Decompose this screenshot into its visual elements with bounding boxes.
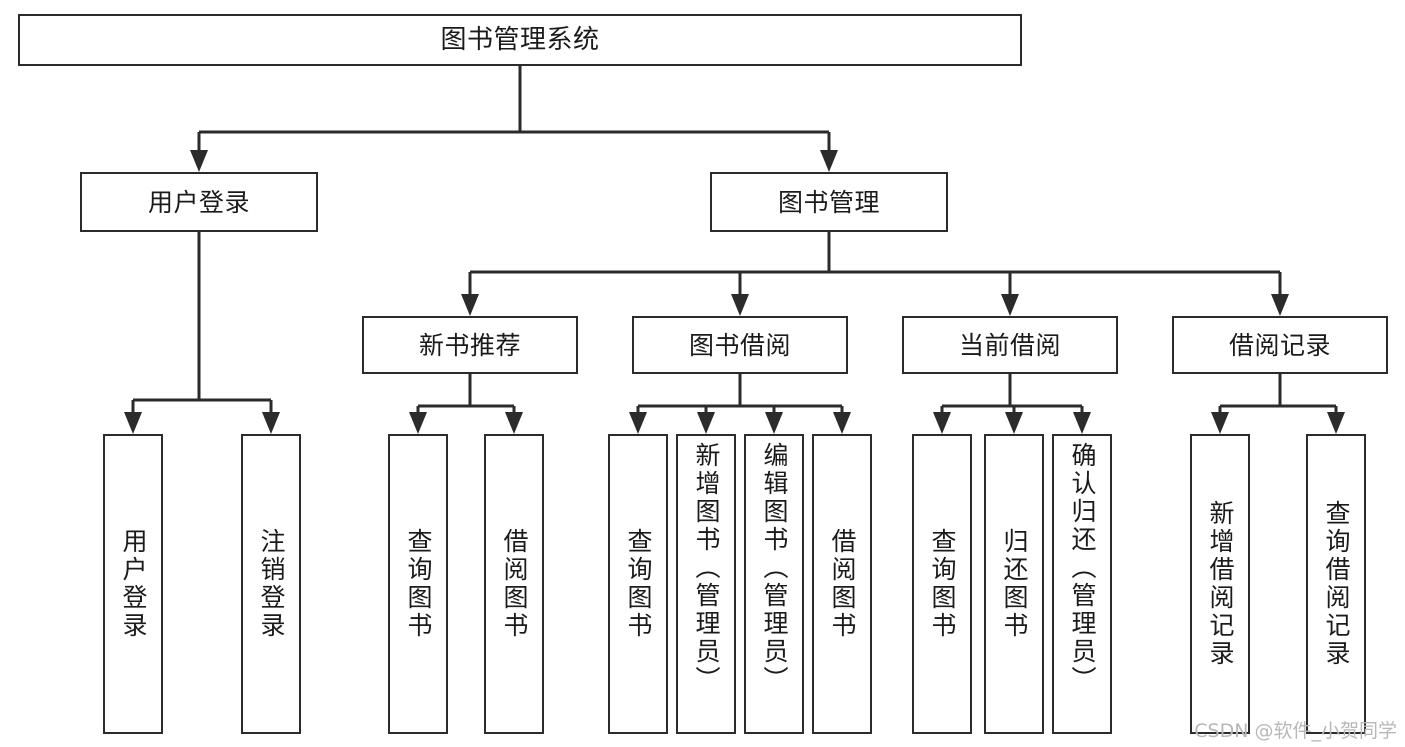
node-leaf-add-borrow-record[interactable]: 新增借阅记录 (1190, 434, 1250, 734)
node-leaf-borrow-book-1-label: 借阅图书 (500, 528, 529, 640)
node-root[interactable]: 图书管理系统 (18, 14, 1022, 66)
node-leaf-user-login-label: 用户登录 (119, 528, 148, 640)
node-user-login-label: 用户登录 (147, 187, 250, 217)
node-book-borrow-label: 图书借阅 (688, 330, 791, 360)
node-leaf-query-book-1-label: 查询图书 (404, 528, 433, 640)
node-leaf-query-book-3-label: 查询图书 (928, 528, 957, 640)
node-leaf-confirm-return-admin[interactable]: 确认归还（管理员） (1052, 434, 1112, 734)
node-book-manage-label: 图书管理 (777, 187, 880, 217)
node-leaf-query-borrow-record[interactable]: 查询借阅记录 (1306, 434, 1366, 734)
node-leaf-query-book-1[interactable]: 查询图书 (388, 434, 448, 734)
node-leaf-edit-book-admin[interactable]: 编辑图书（管理员） (744, 434, 804, 734)
node-book-borrow[interactable]: 图书借阅 (632, 316, 848, 374)
node-leaf-logout[interactable]: 注销登录 (241, 434, 301, 734)
node-leaf-borrow-book-1[interactable]: 借阅图书 (484, 434, 544, 734)
node-leaf-query-borrow-record-label: 查询借阅记录 (1322, 500, 1351, 668)
node-leaf-add-borrow-record-label: 新增借阅记录 (1206, 500, 1235, 668)
node-leaf-edit-book-admin-label: 编辑图书（管理员） (760, 442, 789, 694)
node-leaf-add-book-admin-label: 新增图书（管理员） (692, 442, 721, 694)
node-leaf-add-book-admin[interactable]: 新增图书（管理员） (676, 434, 736, 734)
node-current-borrow-label: 当前借阅 (958, 330, 1061, 360)
node-borrow-record-label: 借阅记录 (1228, 330, 1331, 360)
node-book-manage[interactable]: 图书管理 (710, 172, 948, 232)
node-leaf-borrow-book-2[interactable]: 借阅图书 (812, 434, 872, 734)
node-borrow-record[interactable]: 借阅记录 (1172, 316, 1388, 374)
node-leaf-user-login[interactable]: 用户登录 (103, 434, 163, 734)
node-root-label: 图书管理系统 (440, 25, 600, 55)
node-new-book-recommend-label: 新书推荐 (418, 330, 521, 360)
node-leaf-return-book-label: 归还图书 (1000, 528, 1029, 640)
node-leaf-query-book-2[interactable]: 查询图书 (608, 434, 668, 734)
node-leaf-borrow-book-2-label: 借阅图书 (828, 528, 857, 640)
node-current-borrow[interactable]: 当前借阅 (902, 316, 1118, 374)
node-leaf-query-book-3[interactable]: 查询图书 (912, 434, 972, 734)
node-leaf-return-book[interactable]: 归还图书 (984, 434, 1044, 734)
node-leaf-confirm-return-admin-label: 确认归还（管理员） (1068, 442, 1097, 694)
node-leaf-query-book-2-label: 查询图书 (624, 528, 653, 640)
node-new-book-recommend[interactable]: 新书推荐 (362, 316, 578, 374)
node-leaf-logout-label: 注销登录 (257, 528, 286, 640)
node-user-login[interactable]: 用户登录 (80, 172, 318, 232)
